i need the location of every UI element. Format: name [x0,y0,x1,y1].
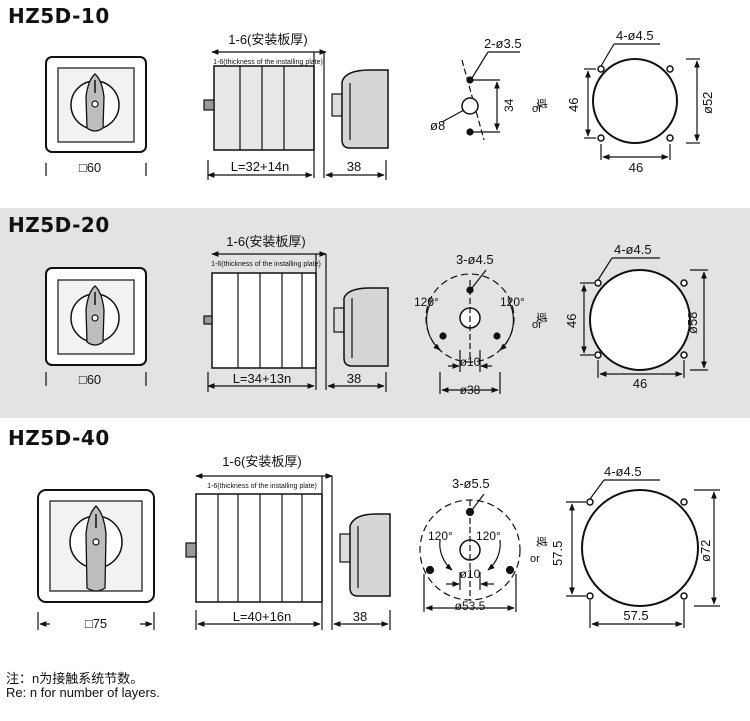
thickness-label-hz5d-20: 1-6(安装板厚) [226,234,305,249]
rear-length-hz5d-40: 38 [353,609,367,624]
side-view-hz5d-10 [203,49,389,180]
rear-length-hz5d-20: 38 [347,371,361,386]
panel-side-hz5d-40: 57.5 [550,541,565,566]
hole-label-hz5d-20: 3-ø4.5 [456,252,494,267]
or-en-hz5d-20: or [532,319,542,331]
center-label-hz5d-20: ø10 [460,355,481,369]
or-cn-hz5d-20: 或 [535,312,548,323]
note-cn: 注：n为接触系统节数。 [6,671,144,686]
panel-diameter-hz5d-40: ø72 [698,540,713,562]
front-view-hz5d-40 [37,489,155,631]
thickness-sub-hz5d-10: 1-6(thickness of the installing plate) [213,59,323,66]
center-label-hz5d-10: ø8 [430,118,445,133]
front-size-label-hz5d-40: □75 [85,616,107,631]
center-label-hz5d-40: ø10 [460,567,481,581]
panel-diameter-hz5d-10: ø52 [700,92,715,114]
front-size-label-hz5d-10: □60 [79,160,101,175]
circle-label-hz5d-20: ø38 [460,383,481,397]
panel-diameter-hz5d-20: ø58 [685,312,700,334]
panel-side-hz5d-10: 46 [566,98,581,112]
section-title-hz5d-10: HZ5D-10 [8,4,110,28]
note-en: Re: n for number of layers. [6,685,160,700]
panel-bottom-hz5d-20: 46 [633,376,647,391]
thickness-sub-hz5d-20: 1-6(thickness of the installing plate) [211,261,321,268]
length-label-hz5d-10: L=32+14n [231,159,290,174]
panel-holes-hz5d-10: 4-ø4.5 [616,28,654,43]
rear-length-hz5d-10: 38 [347,159,361,174]
front-size-label-hz5d-20: □60 [79,372,101,387]
panel-side-hz5d-20: 46 [564,314,579,328]
side-view-hz5d-40 [185,473,391,630]
spacing-label-hz5d-10: 34 [502,98,516,112]
hole-label-hz5d-40: 3-ø5.5 [452,476,490,491]
panel-holes-hz5d-40: 4-ø4.5 [604,464,642,479]
thickness-label-hz5d-40: 1-6(安装板厚) [222,454,301,469]
thickness-label-hz5d-10: 1-6(安装板厚) [228,32,307,47]
panel-bottom-hz5d-10: 46 [629,160,643,175]
hole-pattern-hz5d-10 [441,51,520,141]
panel-holes-hz5d-20: 4-ø4.5 [614,242,652,257]
section-title-hz5d-20: HZ5D-20 [8,213,110,237]
length-label-hz5d-40: L=40+16n [233,609,292,624]
or-en-hz5d-40: or [530,553,540,565]
hole-label-hz5d-10: 2-ø3.5 [484,36,522,51]
or-cn-hz5d-10: 或 [535,98,548,109]
or-en-hz5d-10: or [532,103,542,115]
front-view-hz5d-10 [45,56,147,176]
thickness-sub-hz5d-40: 1-6(thickness of the installing plate) [207,483,317,490]
panel-cutout-hz5d-20 [580,257,708,378]
or-cn-hz5d-40: 或 [535,536,548,547]
hole-pattern-hz5d-20 [425,269,515,394]
side-view-hz5d-20 [203,251,389,392]
circle-label-hz5d-40: ø53.5 [455,599,486,613]
section-title-hz5d-40: HZ5D-40 [8,426,110,450]
panel-bottom-hz5d-40: 57.5 [623,608,648,623]
angle-left-hz5d-20: 120° [414,295,439,309]
panel-cutout-hz5d-10 [584,43,700,160]
angle-left-hz5d-40: 120° [428,529,453,543]
hole-pattern-hz5d-40 [419,493,521,612]
panel-cutout-hz5d-40 [566,479,720,628]
angle-right-hz5d-20: 120° [500,295,525,309]
length-label-hz5d-20: L=34+13n [233,371,292,386]
front-view-hz5d-20 [45,267,147,388]
angle-right-hz5d-40: 120° [476,529,501,543]
